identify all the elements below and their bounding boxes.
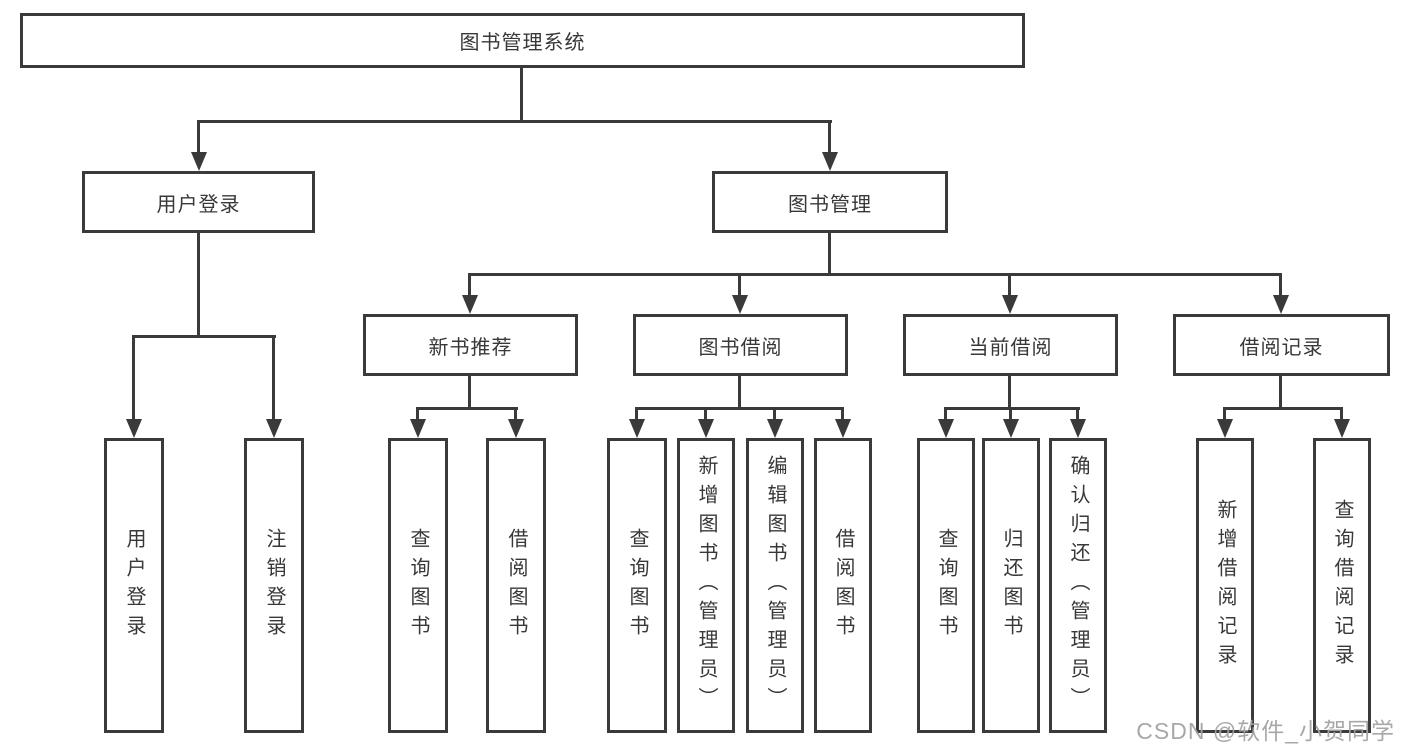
leaf-records-query-record-label: 查询借阅记录 — [1331, 498, 1353, 673]
leaf-logout-label: 注销登录 — [263, 527, 285, 644]
connector-arrow-leaf-login-shaft — [132, 335, 135, 419]
leaf-current-confirm-return-admin-label: 确认归还（管理员） — [1067, 455, 1089, 716]
leaf-borrow-query-books: 查询图书 — [607, 438, 667, 733]
leaf-logout: 注销登录 — [244, 438, 304, 733]
connector-arrow-borrow-shaft — [738, 273, 741, 295]
arrowhead-recommend — [462, 295, 478, 314]
connector-arrow-recadd-shaft — [1223, 407, 1226, 419]
connector-login-stem — [197, 233, 200, 338]
leaf-borrow-borrow-books-label: 借阅图书 — [832, 527, 854, 644]
connector-borrow-stem — [738, 376, 741, 410]
arrowhead-leaf-logout — [266, 419, 282, 438]
connector-arrow-bor-add-shaft — [704, 407, 707, 419]
connector-recommend-bus — [416, 407, 518, 410]
connector-arrow-leaf-logout-shaft — [272, 335, 275, 419]
leaf-rec-query-books-label: 查询图书 — [407, 527, 429, 644]
leaf-current-return-books: 归还图书 — [982, 438, 1040, 733]
node-root-label: 图书管理系统 — [459, 32, 586, 54]
leaf-borrow-add-books-admin: 新增图书（管理员） — [677, 438, 735, 733]
connector-arrow-rec-borrow-shaft — [514, 407, 517, 419]
connector-current-stem — [1008, 376, 1011, 410]
arrowhead-records — [1273, 295, 1289, 314]
connector-arrow-bor-edit-shaft — [773, 407, 776, 419]
leaf-current-confirm-return-admin: 确认归还（管理员） — [1049, 438, 1107, 733]
connector-records-bus — [1223, 407, 1343, 410]
connector-level2-bus — [198, 120, 832, 123]
leaf-borrow-add-books-admin-label: 新增图书（管理员） — [695, 455, 717, 716]
node-current-borrow: 当前借阅 — [903, 314, 1118, 376]
arrowhead-rec-borrow — [508, 419, 524, 438]
arrowhead-user-login — [191, 152, 207, 171]
connector-root-stem — [520, 68, 523, 120]
leaf-rec-borrow-books-label: 借阅图书 — [505, 527, 527, 644]
csdn-watermark: CSDN @软件_小贺同学 — [1136, 718, 1395, 744]
connector-arrow-cur-query-shaft — [944, 407, 947, 419]
leaf-rec-query-books: 查询图书 — [388, 438, 448, 733]
node-user-login-label: 用户登录 — [156, 193, 241, 216]
connector-level3-bus — [468, 273, 1282, 276]
connector-arrow-recommend-shaft — [468, 273, 471, 295]
node-book-borrow-label: 图书借阅 — [698, 336, 783, 359]
node-book-management-label: 图书管理 — [788, 193, 872, 216]
node-borrow-records-label: 借阅记录 — [1239, 336, 1324, 359]
arrowhead-book-mgmt — [822, 152, 838, 171]
connector-arrow-current-shaft — [1008, 273, 1011, 295]
connector-arrow-cur-return-shaft — [1009, 407, 1012, 419]
node-user-login: 用户登录 — [82, 171, 315, 233]
leaf-records-add-record: 新增借阅记录 — [1196, 438, 1254, 733]
arrowhead-leaf-login — [126, 419, 142, 438]
arrowhead-bor-edit — [767, 419, 783, 438]
leaf-records-add-record-label: 新增借阅记录 — [1214, 498, 1236, 673]
node-current-borrow-label: 当前借阅 — [968, 336, 1053, 359]
arrowhead-bor-borrow — [835, 419, 851, 438]
arrowhead-bor-add — [698, 419, 714, 438]
arrowhead-cur-confirm — [1070, 419, 1086, 438]
connector-records-stem — [1279, 376, 1282, 410]
connector-current-bus — [944, 407, 1080, 410]
leaf-records-query-record: 查询借阅记录 — [1313, 438, 1371, 733]
connector-arrow-cur-confirm-shaft — [1076, 407, 1079, 419]
connector-arrow-bor-query-shaft — [635, 407, 638, 419]
leaf-rec-borrow-books: 借阅图书 — [486, 438, 546, 733]
connector-arrow-bor-borrow-shaft — [841, 407, 844, 419]
node-new-book-recommend: 新书推荐 — [363, 314, 578, 376]
connector-arrow-book-mgmt-shaft — [828, 120, 831, 152]
leaf-borrow-borrow-books: 借阅图书 — [814, 438, 872, 733]
leaf-current-query-books-label: 查询图书 — [935, 527, 957, 644]
leaf-borrow-edit-books-admin-label: 编辑图书（管理员） — [764, 455, 786, 716]
node-borrow-records: 借阅记录 — [1173, 314, 1390, 376]
connector-arrow-recquery-shaft — [1340, 407, 1343, 419]
node-new-book-recommend-label: 新书推荐 — [428, 336, 513, 359]
node-book-borrow: 图书借阅 — [633, 314, 848, 376]
connector-recommend-stem — [468, 376, 471, 410]
connector-borrow-bus — [635, 407, 844, 410]
arrowhead-borrow — [732, 295, 748, 314]
node-book-management: 图书管理 — [712, 171, 948, 233]
connector-arrow-records-shaft — [1279, 273, 1282, 295]
arrowhead-current — [1002, 295, 1018, 314]
connector-mgmt-stem — [828, 233, 831, 276]
leaf-current-return-books-label: 归还图书 — [1000, 527, 1022, 644]
arrowhead-rec-query — [410, 419, 426, 438]
connector-arrow-rec-query-shaft — [416, 407, 419, 419]
leaf-borrow-query-books-label: 查询图书 — [626, 527, 648, 644]
arrowhead-cur-return — [1003, 419, 1019, 438]
leaf-user-login: 用户登录 — [104, 438, 164, 733]
arrowhead-recadd — [1217, 419, 1233, 438]
leaf-borrow-edit-books-admin: 编辑图书（管理员） — [746, 438, 804, 733]
node-root: 图书管理系统 — [20, 13, 1025, 68]
leaf-current-query-books: 查询图书 — [917, 438, 975, 733]
connector-login-bus — [132, 335, 276, 338]
arrowhead-bor-query — [629, 419, 645, 438]
connector-arrow-user-login-shaft — [197, 120, 200, 152]
arrowhead-recquery — [1334, 419, 1350, 438]
arrowhead-cur-query — [938, 419, 954, 438]
leaf-user-login-label: 用户登录 — [123, 527, 145, 644]
